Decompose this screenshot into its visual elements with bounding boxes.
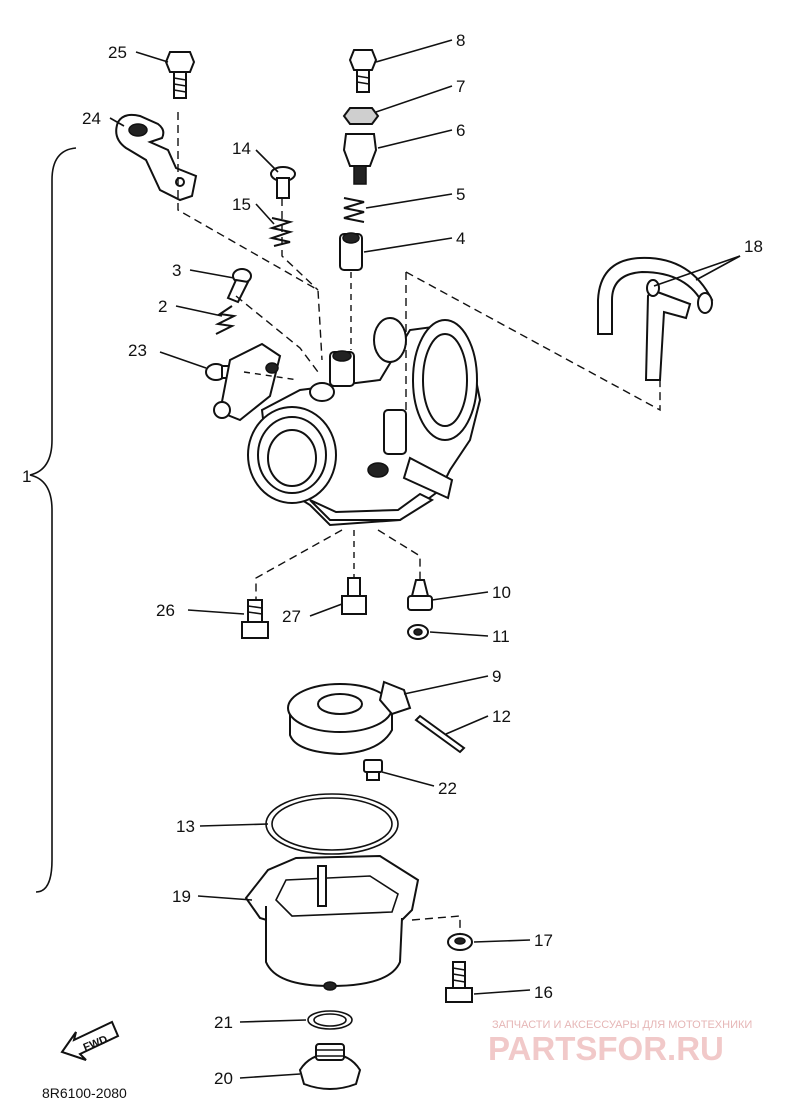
part-5-spring bbox=[343, 197, 365, 223]
part-7-nut bbox=[342, 107, 380, 125]
callout-1: 1 bbox=[22, 467, 31, 486]
part-4-plunger bbox=[339, 232, 363, 271]
callout-13: 13 bbox=[176, 817, 195, 836]
callout-10: 10 bbox=[492, 583, 511, 602]
watermark: ЗАПЧАСТИ И АКСЕССУАРЫ ДЛЯ МОТОТЕХНИКИ PA… bbox=[488, 1019, 752, 1067]
part-8-screw bbox=[348, 49, 378, 93]
part-14-screw bbox=[270, 166, 296, 199]
callout-8: 8 bbox=[456, 31, 465, 50]
callout-27: 27 bbox=[282, 607, 301, 626]
callout-3: 3 bbox=[172, 261, 181, 280]
callout-19: 19 bbox=[172, 887, 191, 906]
part-26-jet bbox=[241, 599, 269, 639]
callout-12: 12 bbox=[492, 707, 511, 726]
part-18-hose bbox=[597, 256, 714, 381]
part-25-bolt bbox=[164, 51, 196, 99]
part-16-bolt bbox=[445, 961, 473, 1003]
part-10-needle-valve bbox=[407, 579, 433, 611]
forward-arrow: FWD bbox=[60, 1020, 120, 1061]
part-24-bracket bbox=[115, 113, 198, 202]
callout-7: 7 bbox=[456, 77, 465, 96]
callout-9: 9 bbox=[492, 667, 501, 686]
callout-5: 5 bbox=[456, 185, 465, 204]
part-15-spring bbox=[268, 217, 294, 247]
part-2-spring bbox=[214, 305, 238, 335]
callout-6: 6 bbox=[456, 121, 465, 140]
leader-lines bbox=[109, 39, 741, 1079]
callout-26: 26 bbox=[156, 601, 175, 620]
part-6-cap bbox=[342, 133, 378, 185]
watermark-logo: PARTSFOR.RU bbox=[488, 1030, 724, 1067]
callout-labels: 1 2 3 4 5 6 7 8 9 10 11 12 13 14 15 16 1… bbox=[22, 31, 763, 1088]
callout-15: 15 bbox=[232, 195, 251, 214]
part-19-float-chamber bbox=[244, 854, 420, 991]
part-17-washer bbox=[447, 933, 473, 951]
callout-21: 21 bbox=[214, 1013, 233, 1032]
callout-2: 2 bbox=[158, 297, 167, 316]
part-22-plug bbox=[363, 759, 383, 781]
callout-22: 22 bbox=[438, 779, 457, 798]
alignment-lines bbox=[177, 112, 661, 934]
callout-18: 18 bbox=[744, 237, 763, 256]
assembly-bracket bbox=[29, 147, 77, 893]
part-21-o-ring bbox=[307, 1010, 353, 1030]
callout-17: 17 bbox=[534, 931, 553, 950]
part-12-pin bbox=[414, 714, 466, 754]
part-3-screw bbox=[226, 268, 252, 304]
part-13-gasket bbox=[265, 793, 399, 855]
callout-20: 20 bbox=[214, 1069, 233, 1088]
callout-16: 16 bbox=[534, 983, 553, 1002]
callout-25: 25 bbox=[108, 43, 127, 62]
watermark-caption: ЗАПЧАСТИ И АКСЕССУАРЫ ДЛЯ МОТОТЕХНИКИ bbox=[492, 1019, 752, 1031]
callout-11: 11 bbox=[492, 627, 510, 646]
callout-24: 24 bbox=[82, 109, 101, 128]
part-20-drain-plug bbox=[298, 1043, 362, 1090]
part-11-clip bbox=[407, 624, 429, 640]
part-9-float bbox=[287, 680, 412, 756]
callout-4: 4 bbox=[456, 229, 465, 248]
callout-23: 23 bbox=[128, 341, 147, 360]
diagram-code: 8R6100-2080 bbox=[42, 1085, 127, 1101]
callout-14: 14 bbox=[232, 139, 251, 158]
part-1-carburetor-body bbox=[213, 317, 482, 527]
part-27-jet bbox=[341, 577, 367, 615]
